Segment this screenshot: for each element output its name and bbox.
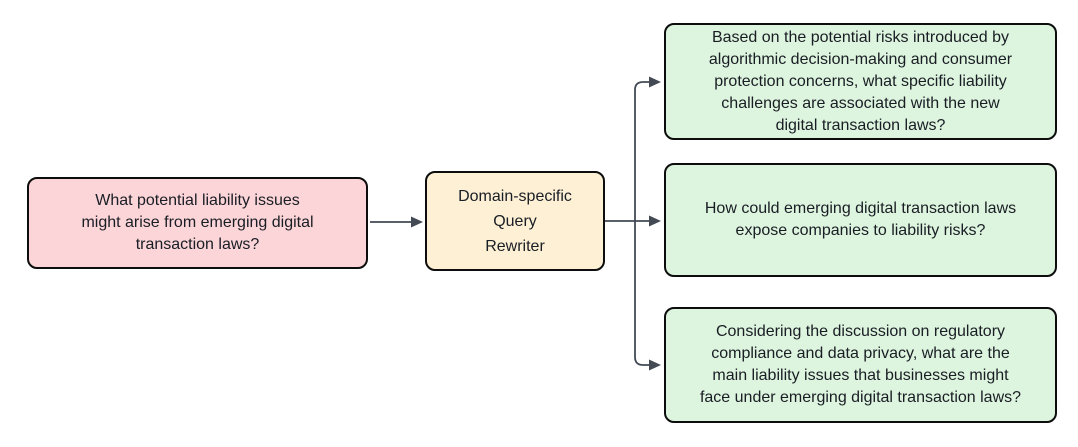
node-text-line: digital transaction laws? [775, 116, 946, 134]
arrowhead-to-rewrite-2 [649, 215, 661, 227]
node-input-query: What potential liability issues might ar… [27, 177, 368, 269]
edge-branch-up [634, 81, 650, 221]
arrowhead-to-rewriter [411, 216, 423, 228]
node-text-line: transaction laws? [135, 236, 260, 253]
node-text-line: compliance and data privacy, what are th… [711, 345, 1010, 362]
node-rewritten-query-2: How could emerging digital transaction l… [664, 163, 1057, 277]
node-text-line: expose companies to liability risks? [735, 222, 986, 239]
node-text-line: protection concerns, what specific liabi… [714, 72, 1007, 90]
node-text-line: might arise from emerging digital [81, 214, 314, 231]
node-text-line: What potential liability issues [95, 192, 300, 209]
node-text-line: How could emerging digital transaction l… [704, 200, 1017, 217]
node-text-line: Based on the potential risks introduced … [711, 28, 1010, 46]
node-text-line: face under emerging digital transaction … [699, 389, 1022, 406]
node-text-line: main liability issues that businesses mi… [712, 367, 1009, 384]
node-query-rewriter: Domain-specific Query Rewriter [425, 171, 605, 271]
node-rewritten-query-3: Considering the discussion on regulatory… [664, 307, 1057, 423]
node-text-line: Query [493, 212, 537, 230]
node-text-line: Rewriter [485, 237, 545, 255]
node-text-line: challenges are associated with the new [721, 94, 1000, 112]
node-text-line: Considering the discussion on regulatory [715, 323, 1006, 340]
node-text-line: Domain-specific [458, 187, 572, 205]
arrowhead-to-rewrite-1 [649, 76, 661, 88]
arrowhead-to-rewrite-3 [649, 359, 661, 371]
node-rewritten-query-1: Based on the potential risks introduced … [664, 23, 1057, 140]
node-text-line: algorithmic decision-making and consumer [708, 50, 1013, 68]
edge-branch-down [634, 221, 650, 366]
